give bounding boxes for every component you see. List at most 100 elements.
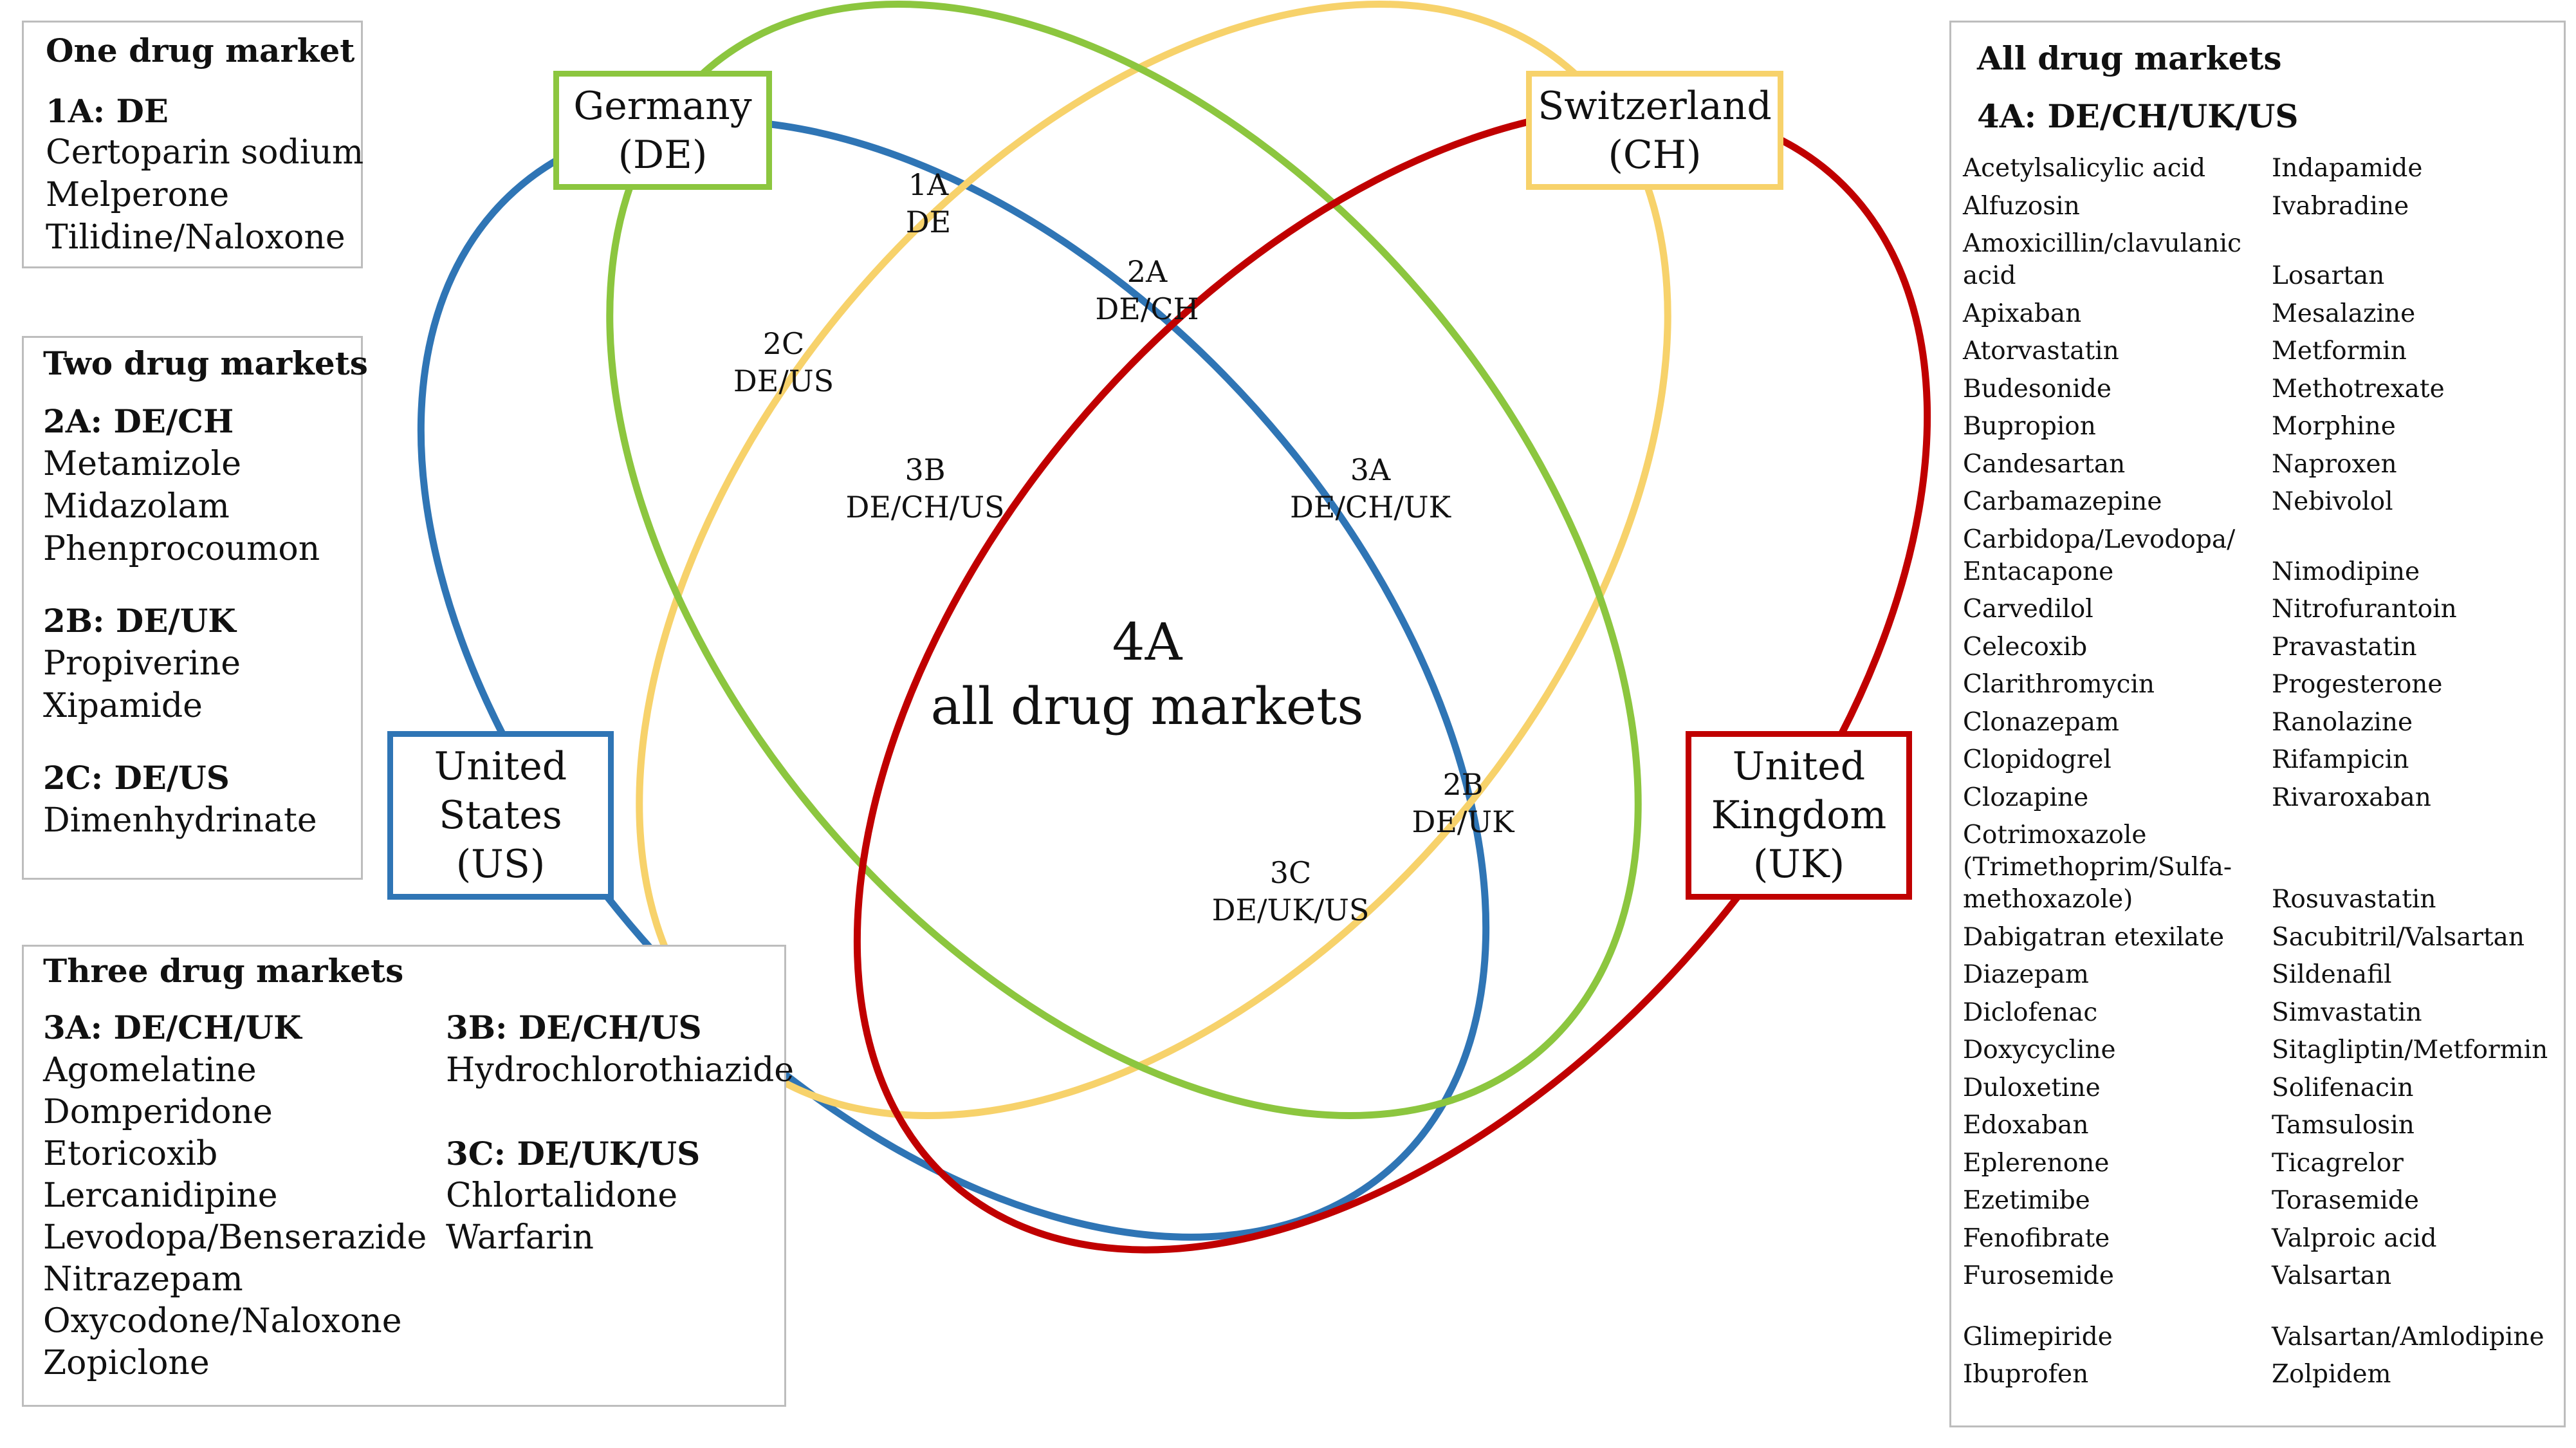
two-drug-markets-title: Two drug markets	[43, 344, 368, 382]
germany-label-box: Germany (DE)	[553, 71, 772, 190]
all-markets-drug-item: Simvastatin	[2272, 998, 2422, 1027]
all-markets-drug-item: Fenofibrate	[1963, 1223, 2110, 1253]
all-markets-drug-item: Clarithromycin	[1963, 670, 2155, 699]
region-3b-id: 3B	[905, 452, 946, 487]
all-markets-drug-item: Ibuprofen	[1963, 1360, 2089, 1389]
region-3a-markets: DE/CH/UK	[1290, 490, 1451, 524]
all-markets-drug-item: Celecoxib	[1963, 632, 2088, 662]
all-markets-drug-item: Ranolazine	[2272, 707, 2413, 737]
drug-item: Levodopa/Benserazide	[43, 1218, 427, 1257]
all-markets-drug-item: Mesalazine	[2272, 299, 2416, 328]
region-3c-label: 3C DE/UK/US	[1212, 854, 1370, 929]
united-kingdom-label-box: United Kingdom (UK)	[1686, 731, 1912, 900]
all-markets-drug-item: Ivabradine	[2272, 191, 2409, 221]
all-markets-drug-item: acid	[1963, 261, 2016, 290]
united-kingdom-code: (UK)	[1753, 842, 1845, 887]
all-markets-drug-item: Carbidopa/Levodopa/	[1963, 524, 2236, 554]
all-markets-drug-item: Furosemide	[1963, 1261, 2114, 1290]
region-3b-label: 3B DE/CH/US	[845, 451, 1004, 526]
all-markets-drug-item: methoxazole)	[1963, 885, 2133, 914]
all-markets-drug-item: Clopidogrel	[1963, 745, 2111, 774]
united-kingdom-line2: Kingdom	[1711, 793, 1887, 838]
all-markets-drug-item: Methotrexate	[2272, 374, 2445, 404]
all-markets-drug-item: Pravastatin	[2272, 632, 2417, 662]
region-3c-markets: DE/UK/US	[1211, 893, 1370, 927]
all-markets-drug-item: Ezetimibe	[1963, 1186, 2090, 1215]
united-states-code: (US)	[455, 842, 546, 887]
all-markets-drug-item: Valsartan	[2272, 1261, 2392, 1290]
all-markets-drug-item: Valproic acid	[2272, 1223, 2437, 1253]
all-markets-drug-item: Cotrimoxazole	[1963, 821, 2147, 849]
region-4a-markets: all drug markets	[930, 676, 1364, 736]
region-2b-label: 2B DE/UK	[1412, 766, 1514, 840]
drug-item: Etoricoxib	[43, 1135, 218, 1173]
region-2c-id: 2C	[762, 326, 805, 361]
region-4a-id: 4A	[1112, 612, 1182, 672]
all-markets-drug-item: Acetylsalicylic acid	[1963, 154, 2206, 183]
united-kingdom-line1: United	[1732, 744, 1866, 789]
region-2a-id: 2A	[1127, 254, 1168, 289]
drug-item: Xipamide	[43, 687, 203, 725]
three-drug-markets-box: Three drug markets 3A: DE/CH/UK Agomelat…	[22, 945, 794, 1407]
all-markets-drug-item: Rivaroxaban	[2272, 783, 2431, 812]
all-drug-markets-box: All drug markets 4A: DE/CH/UK/US Acetyls…	[1949, 21, 2566, 1427]
region-2a-markets: DE/CH	[1095, 292, 1199, 326]
switzerland-code: (CH)	[1608, 132, 1702, 178]
group-1a-heading: 1A: DE	[46, 92, 169, 130]
all-markets-drug-item: Amoxicillin/clavulanic	[1963, 229, 2241, 258]
all-markets-drug-item: Dabigatran etexilate	[1963, 922, 2225, 952]
region-1a-markets: DE	[905, 205, 952, 239]
all-markets-drug-item: Valsartan/Amlodipine	[2272, 1322, 2544, 1351]
all-markets-drug-item: Candesartan	[1963, 449, 2126, 479]
region-2c-markets: DE/US	[733, 364, 834, 398]
all-markets-drug-item: Duloxetine	[1963, 1073, 2101, 1102]
all-markets-drug-item: Sacubitril/Valsartan	[2272, 922, 2525, 952]
region-1a-label: 1A DE	[906, 166, 951, 241]
all-markets-drug-item: Ticagrelor	[2272, 1148, 2404, 1178]
all-markets-drug-item: Nimodipine	[2272, 557, 2420, 586]
drug-item: Midazolam	[43, 487, 230, 526]
united-kingdom-ellipse	[853, 104, 1931, 1254]
group-4a-heading: 4A: DE/CH/UK/US	[1977, 97, 2299, 135]
one-drug-market-box: One drug market 1A: DE Certoparin sodium…	[22, 21, 363, 268]
all-markets-drug-item: Sitagliptin/Metformin	[2272, 1035, 2548, 1064]
all-markets-drug-item: Budesonide	[1963, 374, 2111, 404]
germany-ellipse	[606, 0, 1642, 1120]
drug-item: Domperidone	[43, 1093, 273, 1131]
group-3c-heading: 3C: DE/UK/US	[446, 1135, 701, 1173]
switzerland-label-box: Switzerland (CH)	[1526, 71, 1783, 190]
group-3a-heading: 3A: DE/CH/UK	[43, 1008, 302, 1046]
all-markets-drug-item: Torasemide	[2272, 1186, 2419, 1215]
group-2c-heading: 2C: DE/US	[43, 759, 230, 797]
drug-item: Chlortalidone	[446, 1176, 678, 1215]
all-markets-drug-item: Bupropion	[1963, 412, 2096, 441]
all-markets-drug-item: Nebivolol	[2272, 487, 2393, 516]
all-markets-drug-item: Morphine	[2272, 412, 2396, 441]
all-markets-drug-item: Diclofenac	[1963, 998, 2098, 1027]
drug-item: Propiverine	[43, 644, 241, 683]
all-markets-drug-item: Rosuvastatin	[2272, 885, 2436, 914]
two-drug-markets-box: Two drug markets 2A: DE/CH Metamizole Mi…	[22, 336, 368, 880]
all-markets-drug-item: Diazepam	[1963, 960, 2089, 989]
all-markets-drug-item: Eplerenone	[1963, 1148, 2110, 1178]
all-markets-drug-item: Glimepiride	[1963, 1322, 2113, 1351]
all-markets-drug-item: (Trimethoprim/Sulfa-	[1963, 853, 2232, 882]
all-markets-drug-item: Metformin	[2272, 337, 2407, 366]
all-drug-markets-title: All drug markets	[1977, 39, 2282, 77]
all-markets-drug-item: Apixaban	[1963, 299, 2082, 328]
drug-item: Warfarin	[446, 1218, 594, 1257]
all-markets-drug-item: Losartan	[2272, 261, 2385, 290]
all-markets-drug-item: Naproxen	[2272, 449, 2397, 479]
drug-item: Hydrochlorothiazide	[446, 1051, 794, 1090]
drug-item: Oxycodone/Naloxone	[43, 1302, 402, 1341]
three-drug-markets-title: Three drug markets	[43, 952, 404, 990]
all-markets-drug-item: Doxycycline	[1963, 1035, 2116, 1064]
drug-item: Nitrazepam	[43, 1260, 243, 1299]
drug-item: Melperone	[46, 176, 230, 214]
drug-item: Dimenhydrinate	[43, 801, 317, 840]
all-markets-drug-item: Clonazepam	[1963, 707, 2119, 737]
region-2a-label: 2A DE/CH	[1095, 253, 1199, 328]
drug-item: Agomelatine	[43, 1051, 257, 1090]
united-states-line1: United	[434, 744, 567, 789]
region-2b-id: 2B	[1442, 767, 1484, 802]
